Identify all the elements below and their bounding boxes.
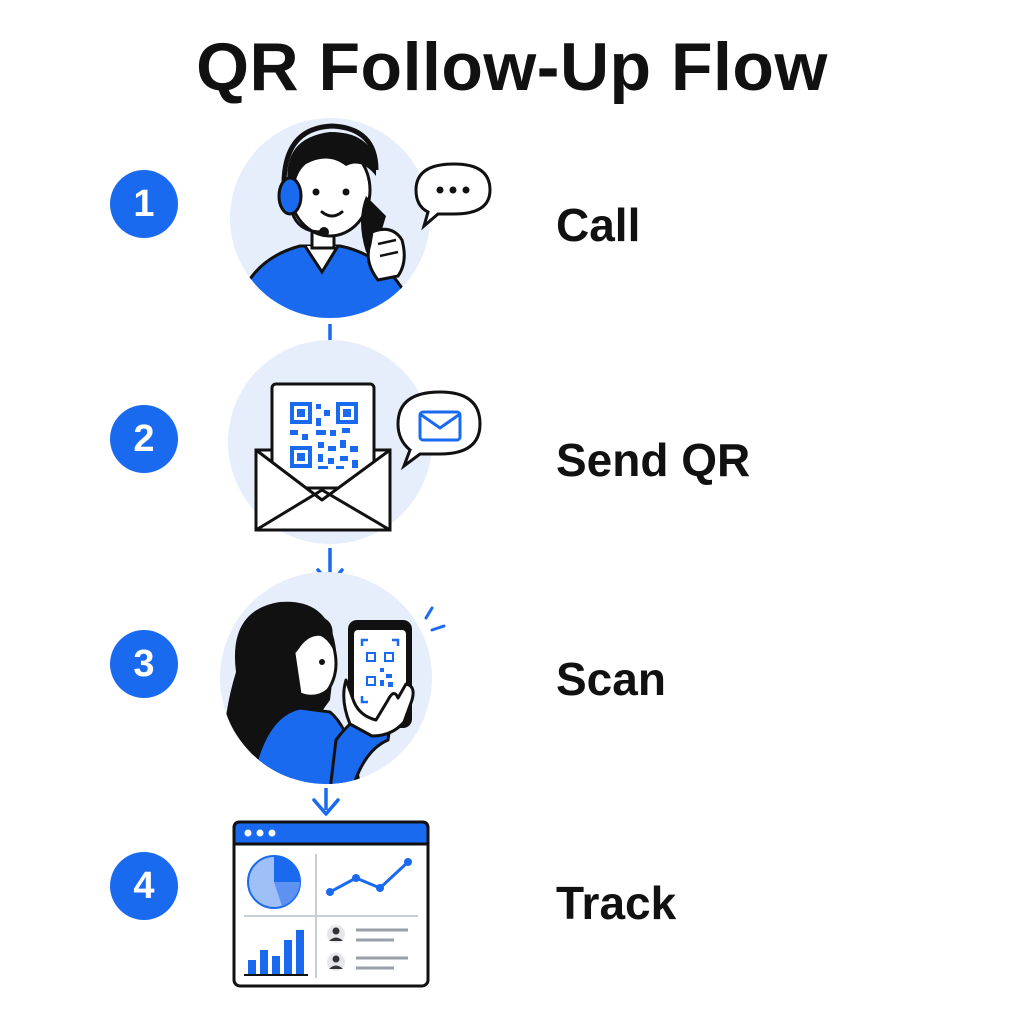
call-center-agent-icon xyxy=(230,118,492,318)
arrow-down-icon xyxy=(312,788,340,816)
step-2-badge: 2 xyxy=(110,405,178,473)
step-4-badge: 4 xyxy=(110,852,178,920)
phone-scan-icon xyxy=(220,572,446,784)
step-3-label: Scan xyxy=(556,653,666,705)
step-1-badge: 1 xyxy=(110,170,178,238)
analytics-dashboard-icon xyxy=(232,820,430,988)
page-title: QR Follow-Up Flow xyxy=(196,29,828,105)
qr-envelope-icon xyxy=(228,340,482,544)
step-3-badge: 3 xyxy=(110,630,178,698)
step-4-label: Track xyxy=(556,877,677,929)
step-1-label: Call xyxy=(556,199,641,251)
step-2-label: Send QR xyxy=(556,434,751,486)
